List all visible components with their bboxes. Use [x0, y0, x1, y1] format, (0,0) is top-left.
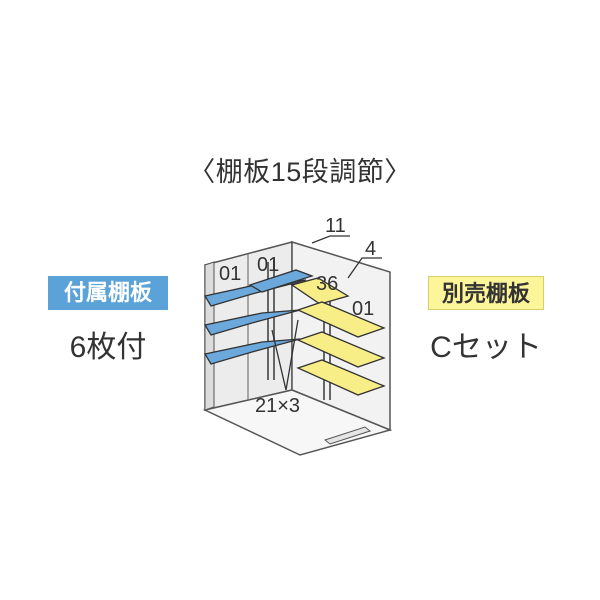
blue-shelf — [248, 269, 314, 293]
page-title: 〈棚板15段調節〉 — [188, 157, 412, 187]
label-left-top-b: 01 — [257, 254, 279, 276]
optional-shelves — [290, 277, 386, 396]
yellow-shelf — [296, 301, 386, 338]
optional-shelves-badge: 別売棚板 — [428, 276, 544, 310]
included-shelves-badge: 付属棚板 — [48, 276, 168, 310]
label-bottom: 21×3 — [255, 395, 300, 417]
label-top-right: 4 — [365, 238, 376, 260]
label-right-top: 01 — [352, 298, 374, 320]
yellow-shelf — [296, 331, 386, 368]
optional-shelves-set: Cセット — [430, 331, 542, 364]
label-middle: 36 — [316, 273, 338, 295]
yellow-shelf — [290, 277, 350, 305]
included-shelves-count: 6枚付 — [69, 331, 147, 364]
blue-shelf — [203, 309, 301, 336]
yellow-shelf — [296, 359, 386, 396]
label-top-center: 11 — [325, 215, 346, 237]
label-left-top-a: 01 — [219, 263, 241, 285]
leader-lines — [271, 235, 382, 391]
